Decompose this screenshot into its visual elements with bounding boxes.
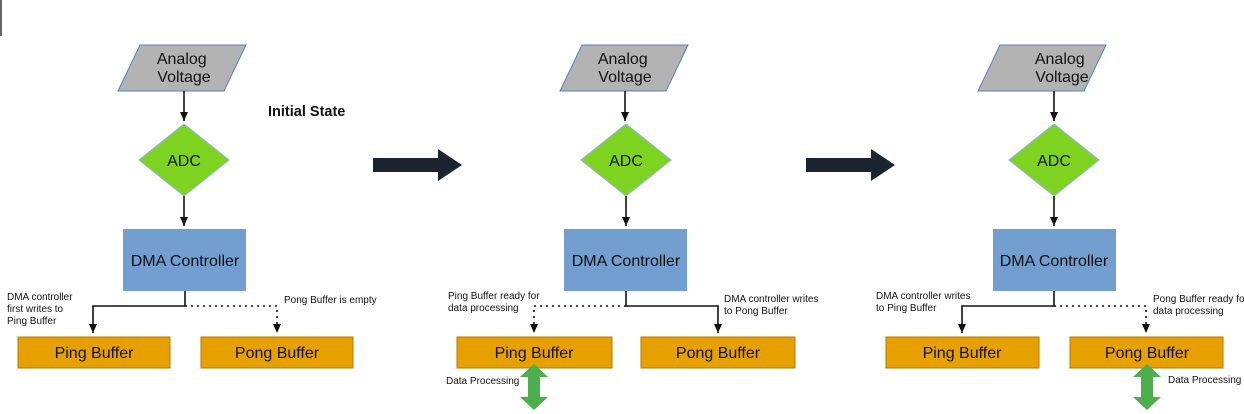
- data-processing-arrow: [1133, 364, 1161, 410]
- pong-buffer-label: Pong Buffer: [1105, 345, 1190, 362]
- analog-voltage-input: [559, 44, 689, 92]
- ping-buffer: [17, 336, 171, 369]
- state-label: Initial State: [268, 104, 345, 120]
- data-processing-label: Data Processing: [446, 376, 519, 387]
- dma-controller-block: [123, 229, 246, 291]
- analog-voltage-input: [977, 44, 1107, 92]
- pong-buffer-label: Pong Buffer: [235, 345, 320, 362]
- ping-buffer: [885, 336, 1040, 369]
- transition-arrow-1: [373, 149, 462, 181]
- panel-ping-processing: Analog Voltage ADC DMA Controller Ping B…: [446, 44, 821, 410]
- pong-note: Pong Buffer is empty: [284, 295, 377, 306]
- ping-buffer-label: Ping Buffer: [495, 345, 575, 362]
- dma-controller-label: DMA Controller: [1000, 253, 1109, 270]
- analog-voltage-input: [117, 44, 247, 92]
- connector: [89, 291, 186, 333]
- data-processing-arrow: [520, 364, 548, 410]
- analog-voltage-label: Analog Voltage: [1035, 51, 1089, 86]
- pong-note: DMA controller writes to Pong Buffer: [724, 294, 821, 317]
- ping-buffer: [456, 336, 613, 369]
- pong-buffer-label: Pong Buffer: [676, 345, 761, 362]
- analog-voltage-label: Analog Voltage: [598, 51, 652, 86]
- transition-arrow-2: [806, 149, 895, 181]
- ping-note: Ping Buffer ready for data processing: [448, 291, 542, 314]
- connector-dotted: [1054, 305, 1150, 333]
- adc-label: ADC: [167, 153, 201, 170]
- analog-voltage-label: Analog Voltage: [157, 51, 211, 86]
- connector-dotted: [530, 305, 626, 333]
- pong-buffer: [640, 336, 796, 369]
- panel-pong-processing: Analog Voltage ADC DMA Controller Ping B…: [876, 44, 1244, 410]
- ping-note: DMA controller writes to Ping Buffer: [876, 291, 973, 314]
- connector: [625, 291, 722, 333]
- ping-buffer-label: Ping Buffer: [55, 345, 135, 362]
- pong-note: Pong Buffer ready fo data processing: [1153, 294, 1244, 317]
- panel-initial-state: Analog Voltage ADC DMA Controller Ping B…: [7, 44, 377, 369]
- adc-label: ADC: [1037, 153, 1071, 170]
- pong-buffer: [1069, 336, 1224, 369]
- connector: [958, 291, 1055, 333]
- adc-label: ADC: [609, 153, 643, 170]
- data-processing-label: Data Processing: [1168, 375, 1241, 386]
- dma-controller-label: DMA Controller: [131, 253, 240, 270]
- dma-controller-label: DMA Controller: [572, 253, 681, 270]
- ping-note: DMA controller first writes to Ping Buff…: [7, 292, 75, 327]
- ping-buffer-label: Ping Buffer: [923, 345, 1003, 362]
- pong-buffer: [200, 336, 354, 369]
- dma-controller-block: [564, 229, 687, 291]
- connector-dotted: [185, 305, 281, 333]
- dma-controller-block: [993, 229, 1116, 291]
